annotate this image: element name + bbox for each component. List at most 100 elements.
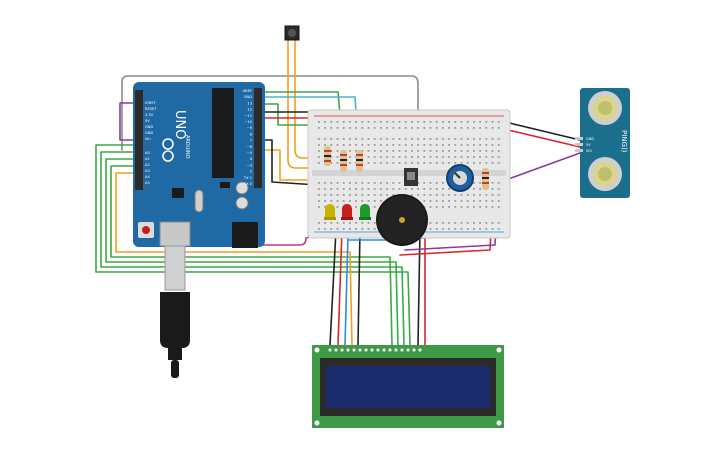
pin-label: 13: [247, 101, 252, 105]
lcd-pin: [400, 348, 404, 352]
wire-green: [105, 158, 399, 346]
lcd-pin: [412, 348, 416, 352]
microcontroller-chip: [212, 88, 234, 178]
lcd-pin: [418, 348, 422, 352]
pin-label: 2: [250, 170, 252, 174]
wire-green: [110, 165, 393, 346]
pin-label: 12: [247, 108, 252, 112]
pin-label: 8: [250, 132, 253, 136]
led-red: [341, 204, 353, 220]
pin-label: A4: [145, 175, 150, 179]
lcd-pin: [364, 348, 368, 352]
pin-label: 5V: [145, 119, 150, 123]
lcd-pins: [328, 348, 422, 352]
lcd-pin: [346, 348, 350, 352]
lcd-pin: [358, 348, 362, 352]
lcd-pin: [328, 348, 332, 352]
wires: [95, 39, 581, 346]
pin-label: RESET: [145, 107, 157, 111]
sensor-pin: [575, 149, 583, 152]
pin-label: ~9: [247, 126, 253, 130]
resistor: [482, 168, 489, 190]
wire-black: [262, 139, 319, 186]
pin-label: A0: [145, 151, 150, 155]
wire-magenta: [257, 234, 319, 246]
wire-black: [329, 229, 337, 346]
pin-label: A2: [145, 163, 150, 167]
transducer-top: [588, 91, 622, 125]
wire-black: [417, 229, 421, 346]
lcd-pin: [394, 348, 398, 352]
wire-black: [357, 229, 361, 346]
pin-label: GND: [244, 95, 252, 99]
sensor-pin-label: GND: [586, 137, 594, 141]
pin-label: TX 1: [243, 176, 252, 180]
crystal: [194, 189, 204, 213]
wire-purple: [499, 152, 581, 183]
arduino-model-label: ARDUINO: [184, 135, 190, 159]
sensor-pin: [575, 137, 583, 140]
pin-label: ~3: [247, 163, 252, 167]
usb-port[interactable]: [159, 221, 191, 247]
wire-orange: [115, 172, 353, 346]
sensor-brand-label: PING)): [620, 130, 628, 153]
pin-label: ~10: [244, 120, 252, 124]
wire-green: [262, 103, 319, 126]
resistor: [340, 150, 347, 172]
potentiometer[interactable]: [446, 164, 474, 192]
transducer-bottom: [588, 157, 622, 191]
arduino-uno: UNO ARDUINO AREFGND1312~11~10~987~6~54~3…: [133, 82, 265, 248]
uno-label: UNO: [172, 110, 187, 139]
leds: [324, 204, 371, 220]
capacitor: [235, 181, 249, 195]
pin-label: A5: [145, 181, 150, 185]
lcd-pin: [382, 348, 386, 352]
sensor-pins: GND 5V SIG: [575, 137, 594, 153]
pin-label: A3: [145, 169, 150, 173]
led-yellow: [324, 204, 336, 220]
wire-purple: [119, 102, 134, 141]
digital-header: [254, 88, 262, 188]
pin-label: ~6: [247, 145, 253, 149]
led-green: [359, 204, 371, 220]
lcd-pin: [334, 348, 338, 352]
sensor-pin-label: SIG: [586, 149, 592, 153]
wire-red: [337, 229, 343, 346]
lcd-16x2: [312, 345, 504, 428]
pin-label: 4: [250, 157, 253, 161]
sensor-pin-label: 5V: [586, 143, 591, 147]
wire-orange: [287, 39, 319, 169]
pin-label: A1: [145, 157, 150, 161]
pin-label: 7: [250, 139, 252, 143]
wire-gray: [121, 75, 419, 173]
ultrasonic-sensor: PING)) GND 5V SIG: [575, 88, 630, 198]
lcd-pin: [340, 348, 344, 352]
pin-label: ~5: [247, 151, 252, 155]
pin-label: 3.3V: [145, 113, 154, 117]
power-jack[interactable]: [232, 222, 258, 248]
pin-label: Vin: [145, 137, 151, 141]
lcd-pin: [376, 348, 380, 352]
wire-red: [499, 127, 581, 148]
arduino-logo: [162, 138, 174, 162]
usb-cable: [160, 245, 190, 378]
resistors: [324, 146, 489, 190]
resistor: [356, 150, 363, 172]
power-header: [135, 90, 143, 190]
pin-label: ~11: [244, 114, 252, 118]
wire-green: [100, 151, 405, 346]
lcd-pin: [406, 348, 410, 352]
sensor-pin: [575, 143, 583, 146]
slide-switch[interactable]: [404, 168, 418, 186]
pin-label: GND: [145, 125, 153, 129]
lcd-pin: [352, 348, 356, 352]
piezo-buzzer: [376, 194, 428, 246]
capacitor: [235, 196, 249, 210]
lcd-pin: [370, 348, 374, 352]
pushbutton[interactable]: [284, 25, 300, 41]
wire-green: [95, 144, 411, 346]
resistor: [324, 146, 331, 166]
